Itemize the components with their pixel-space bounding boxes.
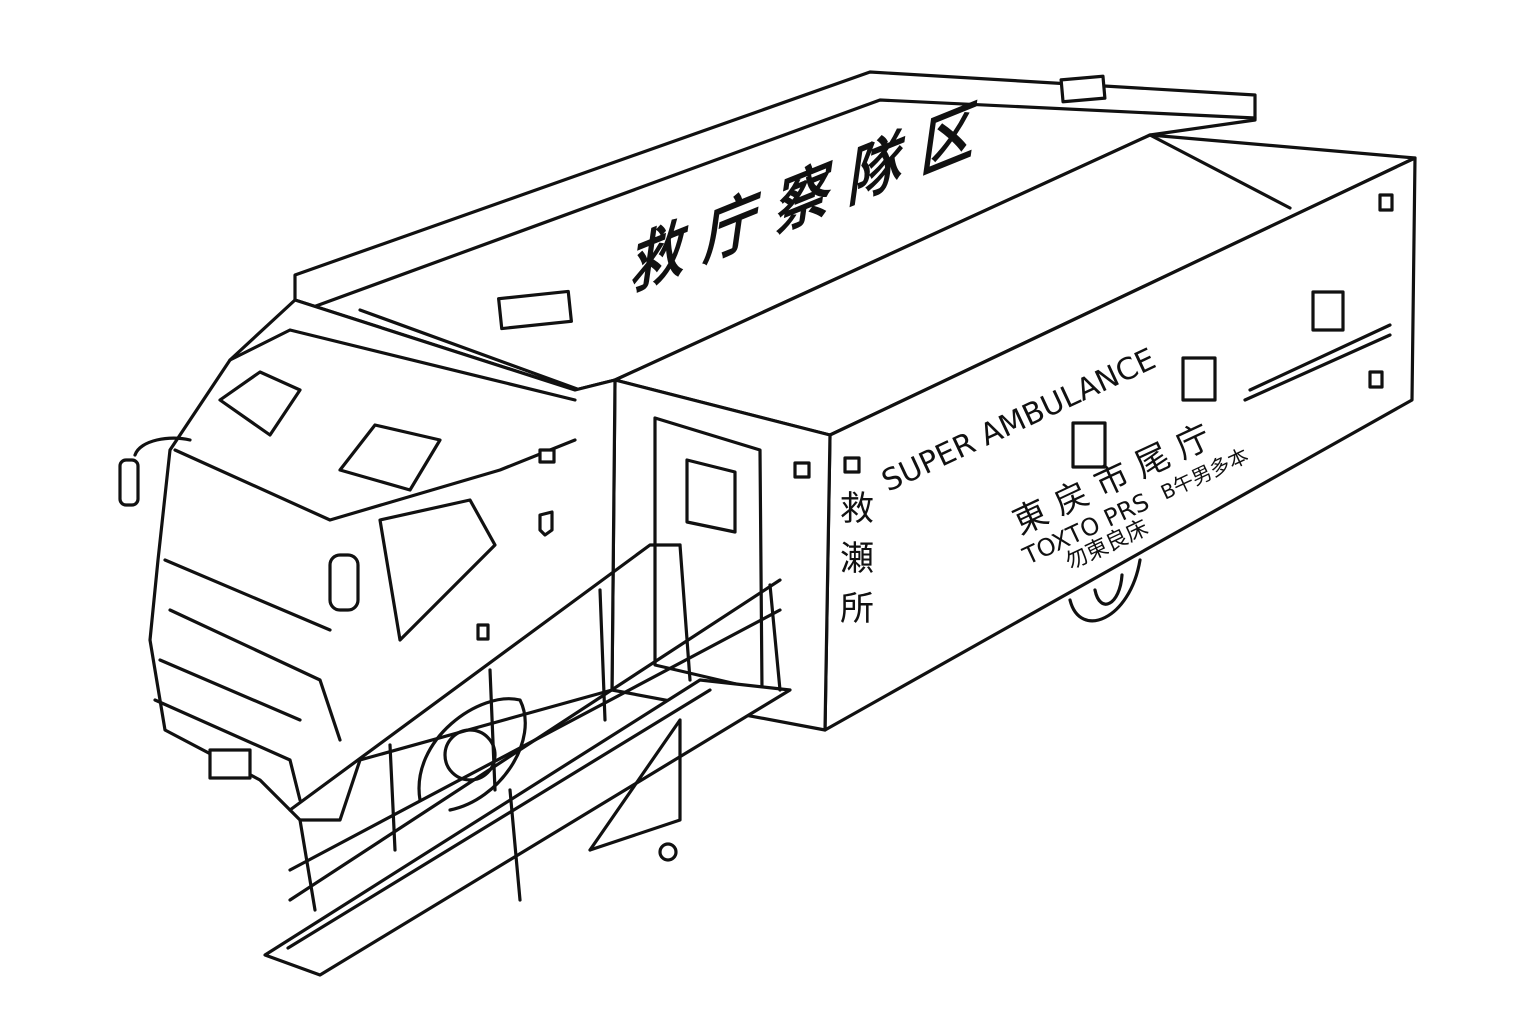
- cab: [118, 298, 617, 822]
- front-wheel: [417, 697, 527, 812]
- roof-vent: [1059, 74, 1107, 104]
- side-vertical-2: 瀬: [840, 539, 874, 579]
- side-vertical-1: 救: [840, 489, 874, 529]
- side-vertical-3: 所: [840, 589, 874, 629]
- rear-wheel: [1068, 558, 1142, 623]
- wheelchair-ramp: [263, 543, 792, 977]
- upper-box: [293, 70, 1257, 392]
- roof-vent: [497, 289, 573, 331]
